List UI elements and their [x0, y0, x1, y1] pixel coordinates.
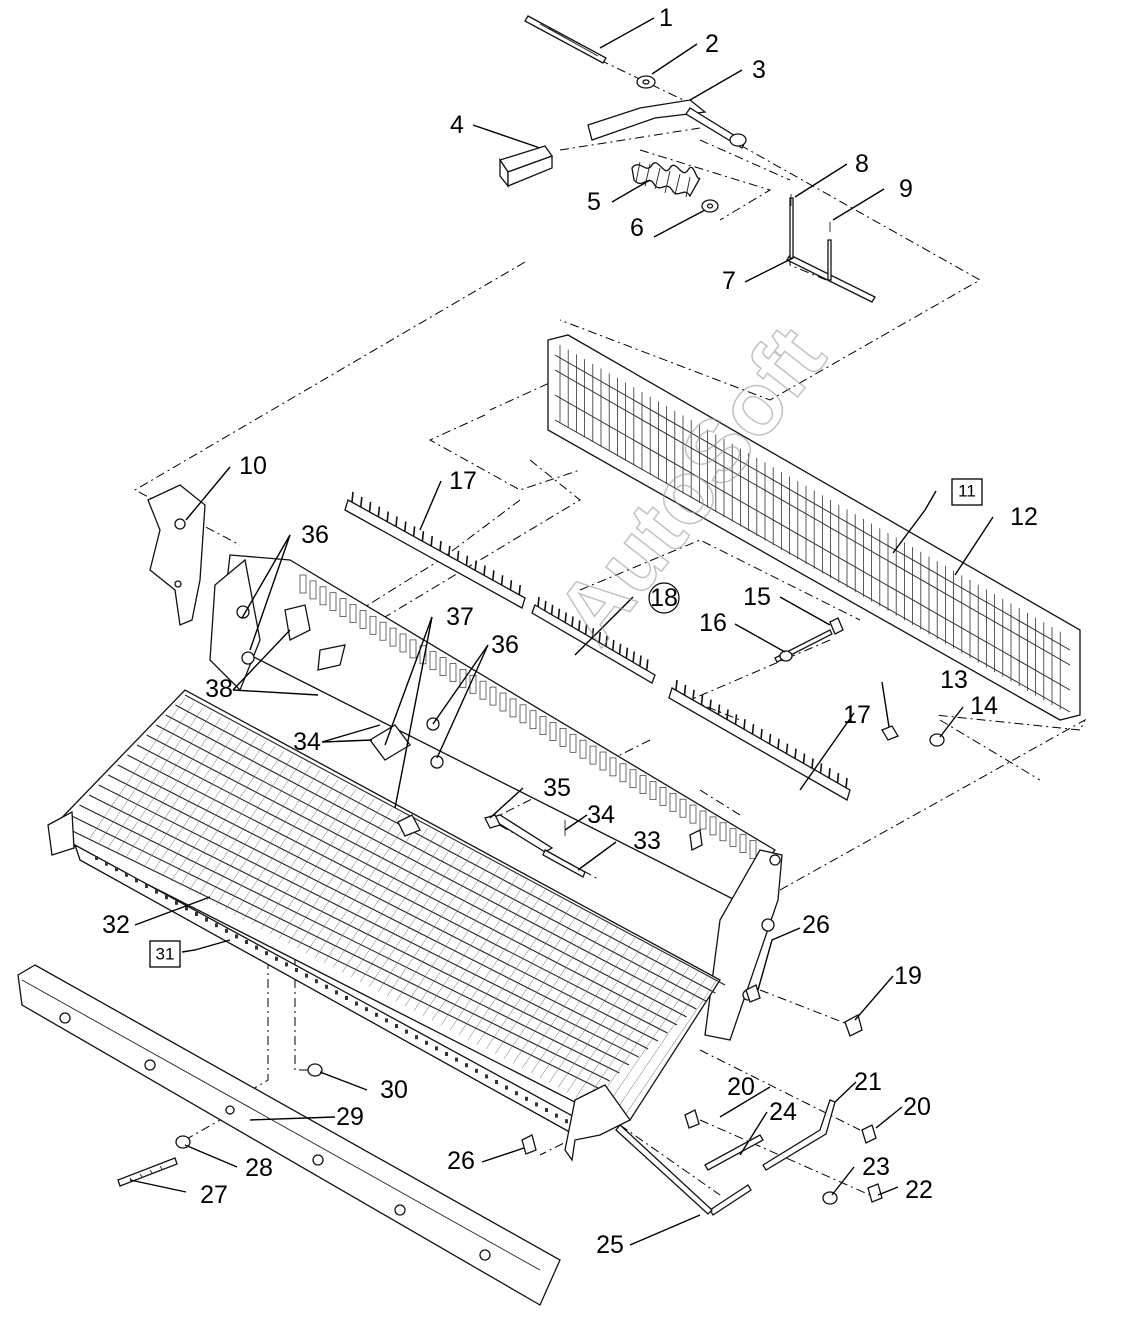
callout-label-2: 2 — [705, 30, 719, 58]
comb-teeth — [537, 596, 649, 670]
leader-lines — [129, 17, 994, 1246]
callout-label-12: 12 — [1010, 503, 1038, 531]
callout-label-36: 36 — [301, 521, 329, 549]
part-11-12-rear-grate — [547, 334, 1081, 721]
part-33-shaft — [542, 849, 586, 878]
part-27-bolt — [117, 1157, 178, 1187]
part-4-handle-grip — [498, 145, 554, 188]
callout-label-27: 27 — [200, 1181, 228, 1209]
callout-label-30: 30 — [380, 1076, 408, 1104]
callout-label-34: 34 — [587, 801, 615, 829]
part-5-spring — [631, 161, 701, 198]
main-concave-frame — [47, 554, 783, 1162]
callout-label-37: 37 — [446, 603, 474, 631]
phantom-lines — [133, 59, 1087, 1196]
callout-label-28: 28 — [245, 1154, 273, 1182]
callout-label-6: 6 — [630, 214, 644, 242]
callout-label-38: 38 — [205, 675, 233, 703]
part-14-washer — [929, 733, 945, 747]
callout-label-17: 17 — [449, 467, 477, 495]
callout-label-22: 22 — [905, 1176, 933, 1204]
part-20-bolts — [684, 1109, 877, 1144]
callout-label-15: 15 — [743, 583, 771, 611]
callout-label-25: 25 — [596, 1231, 624, 1259]
callout-circle-18 — [648, 582, 680, 614]
callout-label-33: 33 — [633, 827, 661, 855]
callout-label-8: 8 — [855, 150, 869, 178]
callout-label-9: 9 — [899, 175, 913, 203]
callout-label-11: 11 — [958, 482, 976, 501]
callout-label-21: 21 — [854, 1068, 882, 1096]
part-26-nuts — [521, 984, 761, 1155]
callout-label-31: 31 — [156, 945, 175, 964]
part-24-link — [704, 1134, 764, 1171]
callout-label-26: 26 — [802, 911, 830, 939]
callout-label-35: 35 — [543, 774, 571, 802]
part-16-rod — [774, 629, 833, 663]
part-3-lever-arm — [587, 99, 747, 149]
part-19-bolt — [844, 1014, 863, 1037]
callout-label-17: 17 — [843, 701, 871, 729]
callout-label-1: 1 — [659, 4, 673, 32]
rear-grate-bars — [559, 345, 1061, 710]
callout-label-14: 14 — [970, 692, 998, 720]
comb-teeth — [351, 491, 521, 596]
callout-labels: 1234567891011121314151617171819202021222… — [102, 4, 1038, 1259]
part-17-comb-lower — [668, 679, 851, 801]
part-23-washer — [822, 1191, 838, 1205]
callout-label-3: 3 — [752, 56, 766, 84]
callout-label-32: 32 — [102, 911, 130, 939]
callout-label-20: 20 — [903, 1093, 931, 1121]
callout-label-23: 23 — [862, 1153, 890, 1181]
callout-label-20: 20 — [727, 1073, 755, 1101]
callout-label-10: 10 — [239, 452, 267, 480]
part-10-side-plate — [147, 484, 206, 626]
callout-label-5: 5 — [587, 188, 601, 216]
callout-label-16: 16 — [699, 609, 727, 637]
callout-label-34: 34 — [293, 728, 321, 756]
part-29-front-rail — [17, 964, 561, 1306]
part-25-rod — [615, 1124, 752, 1216]
part-1-long-bolt — [524, 15, 607, 64]
callout-label-18: 18 — [650, 584, 678, 612]
part-22-nut — [867, 1183, 883, 1203]
part-2-washer — [636, 75, 656, 89]
callout-label-29: 29 — [336, 1103, 364, 1131]
part-7-pivot-rod — [786, 197, 876, 303]
part-18-comb-middle — [531, 596, 656, 684]
callout-label-36: 36 — [491, 631, 519, 659]
callout-label-7: 7 — [722, 267, 736, 295]
comb-teeth — [675, 679, 848, 789]
callout-label-19: 19 — [894, 962, 922, 990]
part-15-bolt — [829, 617, 844, 635]
callout-label-26: 26 — [447, 1147, 475, 1175]
callout-box-31 — [149, 940, 181, 968]
part-17-comb-upper — [344, 491, 526, 609]
callout-label-24: 24 — [769, 1098, 797, 1126]
part-6-washer — [701, 199, 719, 213]
callout-box-11 — [951, 478, 983, 506]
callout-label-13: 13 — [940, 666, 968, 694]
part-13-nut — [881, 725, 899, 741]
concave-wires — [59, 694, 726, 1122]
callout-label-4: 4 — [450, 111, 464, 139]
part-30-washer — [307, 1063, 323, 1077]
bottom-bar-holes — [95, 856, 568, 1124]
